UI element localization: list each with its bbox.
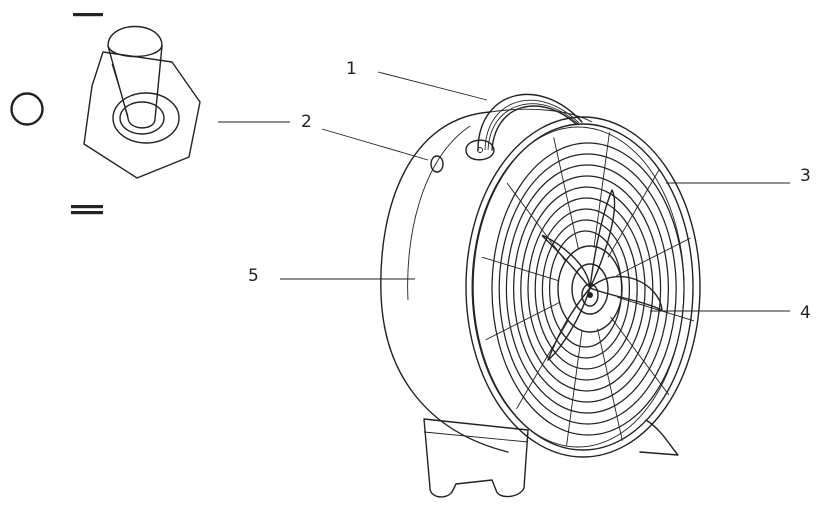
grille-spoke <box>607 168 660 258</box>
callout-2: 2 <box>301 112 312 132</box>
callout-3: 3 <box>800 166 811 186</box>
fan-feet <box>423 418 529 498</box>
grille-ring <box>534 208 638 370</box>
grille-spoke <box>482 256 559 282</box>
grille-spoke <box>506 182 566 262</box>
carry-handle <box>477 93 583 151</box>
callout-1: 1 <box>346 59 357 79</box>
callout-4: 4 <box>800 303 811 323</box>
fan-hub <box>557 245 623 333</box>
grille-ring <box>498 153 677 425</box>
grille-spoke <box>553 137 579 250</box>
single-bar-icon <box>73 13 103 17</box>
grille-ring <box>512 175 662 403</box>
grille-ring <box>527 197 646 381</box>
grille-ring <box>548 230 623 348</box>
grille-ring <box>541 219 631 359</box>
fan-housing <box>380 111 509 453</box>
grille-spoke <box>617 296 694 322</box>
grille-spoke <box>597 328 623 441</box>
grille-spoke <box>593 132 610 248</box>
callout-5: 5 <box>248 266 259 286</box>
grille-ring <box>505 164 670 414</box>
grille-spoke <box>616 237 691 277</box>
fan-illustration <box>380 93 701 498</box>
knob-base-plate <box>83 51 201 179</box>
front-grille <box>465 116 701 458</box>
grille-spoke <box>610 316 670 396</box>
grille-ring <box>491 142 685 436</box>
leader-lines <box>218 71 790 312</box>
off-circle-icon <box>10 92 44 126</box>
double-bar-icon <box>71 205 103 215</box>
speed-knob-detail <box>10 13 201 215</box>
grille-spoke <box>566 330 583 446</box>
grille-spoke <box>485 301 560 341</box>
callout-labels: 1 2 3 4 5 <box>248 59 811 323</box>
grille-ring <box>520 186 654 392</box>
